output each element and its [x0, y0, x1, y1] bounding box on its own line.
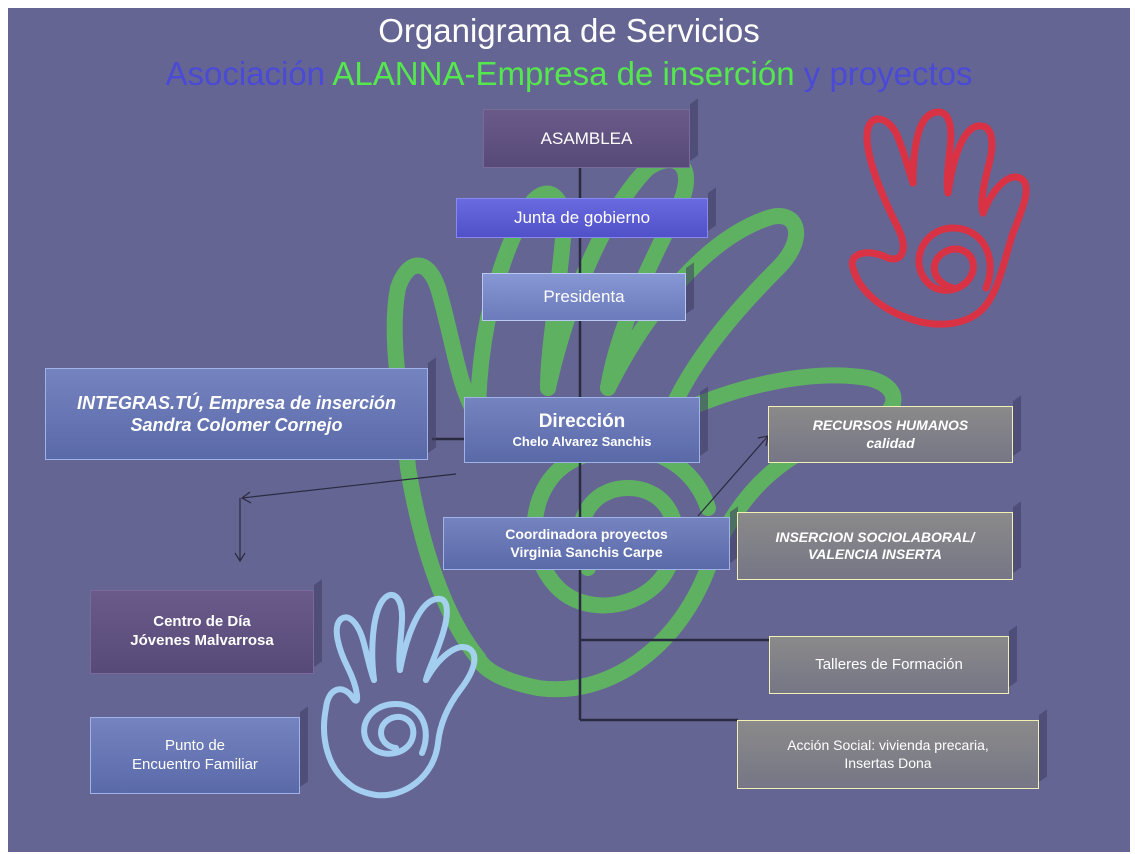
node-punto-line1: Punto de: [164, 736, 226, 754]
node-accion-social: Acción Social: vivienda precaria, Insert…: [737, 720, 1039, 789]
node-centro-dia: Centro de Día Jóvenes Malvarrosa: [90, 590, 314, 674]
arrow-connectors: [234, 435, 769, 563]
node-centro-dia-line1: Centro de Día: [153, 613, 251, 631]
node-asamblea: ASAMBLEA: [483, 109, 690, 168]
node-junta-gobierno: Junta de gobierno: [456, 198, 708, 238]
node-insercion-line2: VALENCIA INSERTA: [807, 546, 943, 562]
node-insercion: INSERCION SOCIOLABORAL/ VALENCIA INSERTA: [737, 512, 1013, 580]
node-direccion-title: Dirección: [538, 411, 626, 432]
node-talleres-label: Talleres de Formación: [815, 655, 963, 673]
node-punto-encuentro: Punto de Encuentro Familiar: [90, 717, 300, 794]
red-hand-icon: [848, 108, 1030, 328]
node-rrhh-line1: RECURSOS HUMANOS: [812, 417, 969, 433]
node-coordinadora-line2: Virginia Sanchis Carpe: [510, 543, 663, 560]
node-direccion-name: Chelo Alvarez Sanchis: [512, 433, 652, 449]
node-coordinadora-line1: Coordinadora proyectos: [505, 526, 668, 542]
node-recursos-humanos: RECURSOS HUMANOS calidad: [768, 406, 1013, 463]
page-subtitle: Asociación ALANNA-Empresa de inserción y…: [8, 55, 1130, 93]
node-asamblea-label: ASAMBLEA: [540, 128, 633, 148]
subtitle-part-2: ALANNA-Empresa de inserción: [332, 55, 795, 92]
node-punto-line2: Encuentro Familiar: [132, 755, 258, 773]
node-coordinadora: Coordinadora proyectos Virginia Sanchis …: [443, 517, 730, 570]
node-accion-line1: Acción Social: vivienda precaria,: [787, 737, 989, 753]
blue-hand-icon: [321, 591, 478, 799]
node-integras: INTEGRAS.TÚ, Empresa de inserción Sandra…: [45, 368, 428, 460]
node-integras-line1: INTEGRAS.TÚ, Empresa de inserción: [76, 392, 397, 413]
org-chart-slide: Organigrama de Servicios Asociación ALAN…: [8, 8, 1130, 852]
node-rrhh-line2: calidad: [866, 434, 915, 451]
node-centro-dia-line2: Jóvenes Malvarrosa: [130, 632, 274, 649]
subtitle-part-3: y proyectos: [803, 55, 973, 92]
node-presidenta: Presidenta: [482, 273, 686, 321]
node-junta-label: Junta de gobierno: [513, 208, 651, 228]
node-presidenta-label: Presidenta: [543, 287, 625, 307]
node-direccion: Dirección Chelo Alvarez Sanchis: [464, 397, 700, 463]
node-integras-line2: Sandra Colomer Cornejo: [130, 415, 343, 435]
node-accion-line2: Insertas Dona: [844, 754, 932, 771]
page-title: Organigrama de Servicios: [378, 12, 760, 49]
node-talleres: Talleres de Formación: [769, 636, 1009, 694]
node-insercion-line1: INSERCION SOCIOLABORAL/: [775, 528, 975, 545]
subtitle-part-1: Asociación: [165, 55, 326, 92]
